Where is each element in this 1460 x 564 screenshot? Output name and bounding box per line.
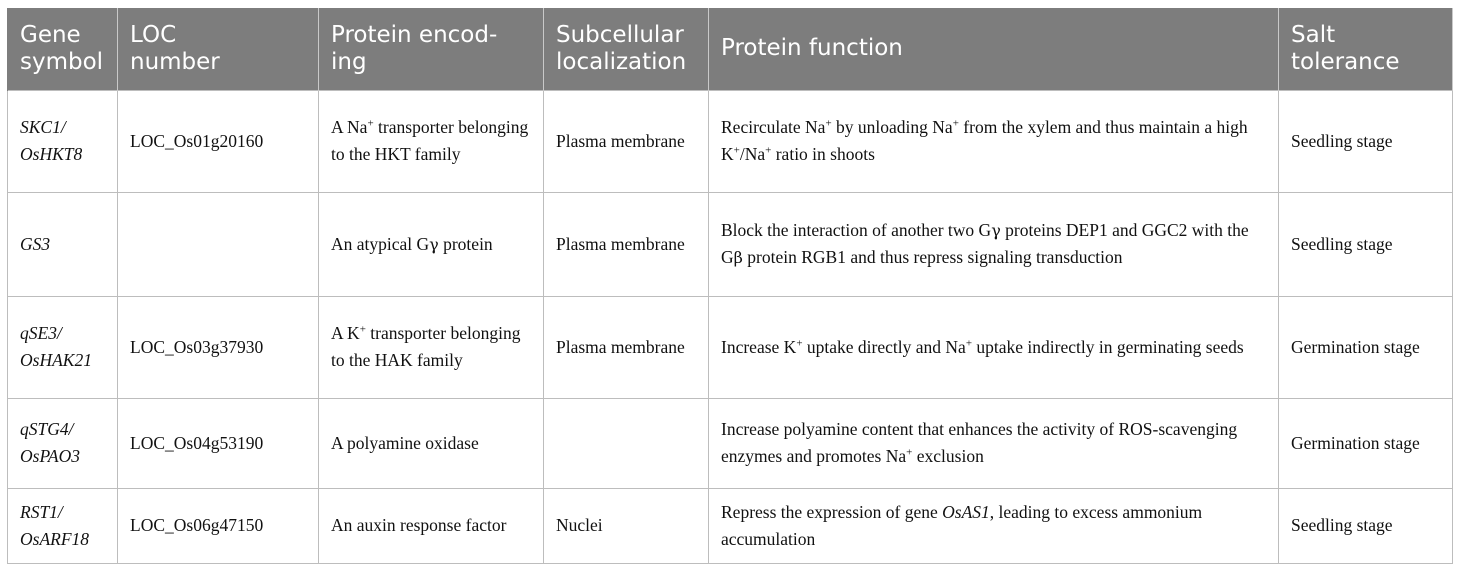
cell-loc-number <box>117 191 319 297</box>
table-row: SKC1/OsHKT8 LOC_Os01g20160 A Na+ transpo… <box>7 89 1453 193</box>
cell-localization <box>543 397 709 489</box>
cell-protein-encoding: An auxin response factor <box>318 487 544 564</box>
cell-localization: Plasma membrane <box>543 89 709 193</box>
cell-protein-function: Recirculate Na+ by unloading Na+ from th… <box>708 89 1279 193</box>
cell-gene-symbol: qSE3/OsHAK21 <box>7 295 118 399</box>
cell-protein-function: Repress the expression of gene OsAS1, le… <box>708 487 1279 564</box>
cell-localization: Plasma membrane <box>543 191 709 297</box>
cell-protein-function: Block the interaction of another two Gγ … <box>708 191 1279 297</box>
cell-localization: Nuclei <box>543 487 709 564</box>
table-row: GS3 An atypical Gγ protein Plasma membra… <box>7 191 1453 297</box>
cell-protein-encoding: A Na+ transporter belonging to the HKT f… <box>318 89 544 193</box>
cell-loc-number: LOC_Os03g37930 <box>117 295 319 399</box>
cell-loc-number: LOC_Os06g47150 <box>117 487 319 564</box>
header-protein-encoding: Protein encod-ing <box>318 8 544 90</box>
cell-salt-tolerance: Seedling stage <box>1278 89 1453 193</box>
cell-loc-number: LOC_Os04g53190 <box>117 397 319 489</box>
table-row: RST1/OsARF18 LOC_Os06g47150 An auxin res… <box>7 487 1453 564</box>
cell-salt-tolerance: Seedling stage <box>1278 487 1453 564</box>
cell-protein-function: Increase polyamine content that enhances… <box>708 397 1279 489</box>
cell-salt-tolerance: Seedling stage <box>1278 191 1453 297</box>
header-protein-function: Protein function <box>708 8 1279 90</box>
table-row: qSTG4/OsPAO3 LOC_Os04g53190 A polyamine … <box>7 397 1453 489</box>
cell-gene-symbol: SKC1/OsHKT8 <box>7 89 118 193</box>
cell-protein-function: Increase K+ uptake directly and Na+ upta… <box>708 295 1279 399</box>
cell-salt-tolerance: Germination stage <box>1278 295 1453 399</box>
cell-protein-encoding: A polyamine oxidase <box>318 397 544 489</box>
table-row: qSE3/OsHAK21 LOC_Os03g37930 A K+ transpo… <box>7 295 1453 399</box>
cell-gene-symbol: GS3 <box>7 191 118 297</box>
cell-gene-symbol: qSTG4/OsPAO3 <box>7 397 118 489</box>
cell-gene-symbol: RST1/OsARF18 <box>7 487 118 564</box>
cell-protein-encoding: A K+ transporter belonging to the HAK fa… <box>318 295 544 399</box>
cell-localization: Plasma membrane <box>543 295 709 399</box>
cell-loc-number: LOC_Os01g20160 <box>117 89 319 193</box>
cell-salt-tolerance: Germination stage <box>1278 397 1453 489</box>
cell-protein-encoding: An atypical Gγ protein <box>318 191 544 297</box>
